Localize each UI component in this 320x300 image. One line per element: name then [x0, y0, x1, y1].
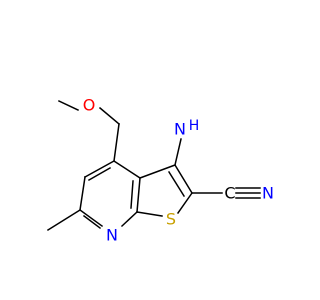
nitrile-carbon-label: C	[224, 184, 235, 203]
structure-canvas: O N H N S C N	[46, 96, 274, 245]
bond-s-c7a	[136, 211, 163, 217]
molecule-structure: O N H N S C N	[46, 96, 274, 245]
bond-c4-c5	[83, 159, 116, 179]
bonds	[46, 100, 261, 232]
bond-ch2-c4	[113, 123, 120, 162]
ring-nitrogen-label: N	[106, 226, 118, 245]
nitrile-nitrogen-label: N	[262, 184, 274, 203]
bond-c6-methyl	[46, 208, 82, 232]
bond-c3-nh2	[174, 138, 182, 166]
bond-c7a-c3a-double	[130, 180, 134, 209]
amino-hydrogen-label: H	[189, 118, 200, 134]
amino-nitrogen-label: N	[174, 120, 186, 139]
bond-c3-c2-double	[167, 170, 186, 198]
bond-c3-c2	[173, 163, 194, 195]
sulfur-label: S	[166, 210, 176, 229]
bond-methyl-o	[58, 100, 79, 111]
bond-c2-s	[176, 191, 194, 215]
bond-c3a-c3	[139, 164, 176, 179]
atom-labels: O N H N S C N	[83, 96, 274, 245]
bond-c6-n7-double	[82, 214, 102, 230]
bond-c4-c5-double	[87, 166, 112, 182]
bond-c5-c6	[79, 176, 86, 211]
oxygen-label: O	[83, 96, 96, 115]
bond-c7a-c3a	[136, 177, 141, 213]
bond-o-ch2	[98, 106, 121, 126]
bond-c3a-c4	[112, 159, 142, 180]
bond-n7-c7a	[120, 210, 139, 228]
bond-c6-n7	[78, 208, 104, 228]
